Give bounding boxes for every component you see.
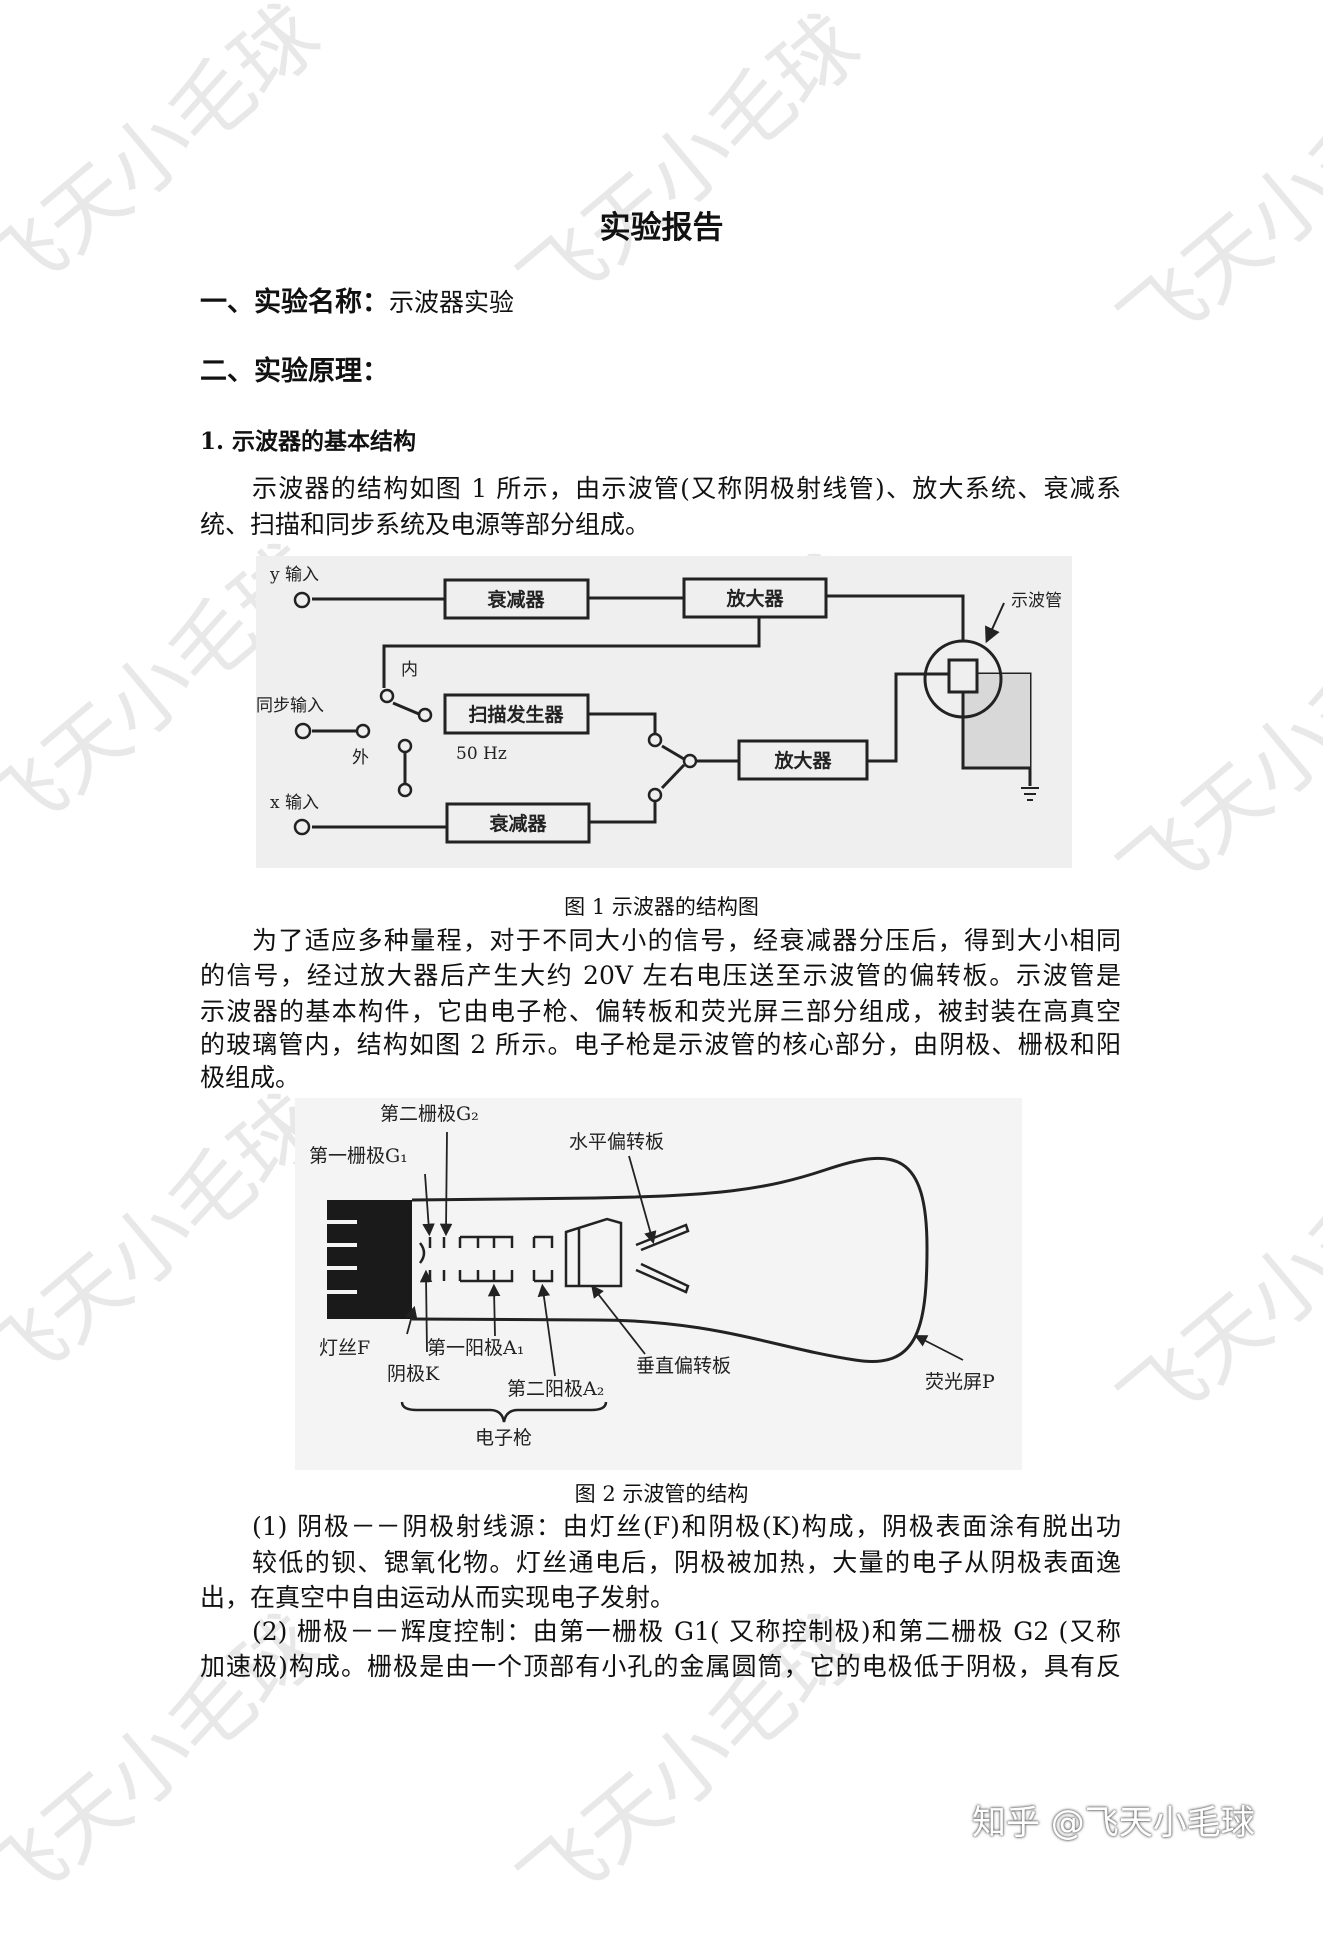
label-second-grid: 第二栅极G₂ <box>380 1103 479 1125</box>
tube-outline <box>411 1156 929 1363</box>
amplifier-bottom-box <box>737 739 869 781</box>
watermark: 飞天小毛球 <box>502 0 878 334</box>
y-input-label: y 输入 <box>269 565 319 585</box>
watermark: 飞天小毛球 <box>1102 37 1323 374</box>
paragraph-line: 为了适应多种量程，对于不同大小的信号，经衰减器分压后，得到大小相同 <box>252 926 1121 955</box>
paragraph-line: 加速极)构成。栅极是由一个顶部有小孔的金属圆筒，它的电极低于阴极，具有反 <box>200 1652 1121 1681</box>
attenuator-bottom-box <box>445 802 591 844</box>
watermark: 飞天小毛球 <box>0 1077 338 1414</box>
label-second-anode: 第二阳极A₂ <box>507 1378 604 1400</box>
external-label: 外 <box>352 748 369 768</box>
label-vertical-plates: 垂直偏转板 <box>636 1355 731 1377</box>
label-first-grid: 第一栅极G₁ <box>309 1145 408 1167</box>
paragraph-line: 的玻璃管内，结构如图 2 所示。电子枪是示波管的核心部分，由阴极、栅极和阳 <box>200 1030 1121 1059</box>
attenuator-top-label: 衰减器 <box>486 588 545 611</box>
paragraph-line: 统、扫描和同步系统及电源等部分组成。 <box>200 510 651 539</box>
paragraph-line: (2) 栅极－－辉度控制：由第一栅极 G1( 又称控制极)和第二栅极 G2 (又… <box>252 1617 1121 1646</box>
zhihu-author-watermark: 知乎 @飞天小毛球 <box>972 1803 1255 1843</box>
amplifier-top-label: 放大器 <box>725 587 784 610</box>
label-electron-gun: 电子枪 <box>475 1427 532 1449</box>
x-input-label: x 输入 <box>270 793 319 813</box>
subsection-heading: 1. 示波器的基本结构 <box>200 428 417 455</box>
label-horizontal-plates: 水平偏转板 <box>569 1131 664 1153</box>
amplifier-top-box <box>682 577 828 619</box>
attenuator-top-box <box>443 578 590 620</box>
label-screen: 荧光屏P <box>925 1371 995 1393</box>
figure-1-oscilloscope-block-diagram: 衰减器 放大器 扫描发生器 放大器 衰减器 y 输入 同步输入 x 输入 内 外… <box>256 556 1072 868</box>
page-title: 实验报告 <box>599 210 724 246</box>
paragraph-line: 较低的钡、锶氧化物。灯丝通电后，阴极被加热，大量的电子从阴极表面逸 <box>252 1548 1121 1577</box>
terminal-icon <box>293 591 311 609</box>
terminal-icon <box>293 818 311 836</box>
figure-2-crt-structure: 第二栅极G₂ 第一栅极G₁ 水平偏转板 灯丝F 阴极K 第一阳极A₁ 第二阳极A… <box>295 1098 1022 1470</box>
paragraph-line: 示波器的基本构件，它由电子枪、偏转板和荧光屏三部分组成，被封装在高真空 <box>200 997 1121 1026</box>
watermark: 飞天小毛球 <box>1102 587 1323 924</box>
paragraph-line: 的信号，经过放大器后产生大约 20V 左右电压送至示波管的偏转板。示波管是 <box>200 961 1121 990</box>
section-label: 一、实验名称： <box>200 287 389 318</box>
paragraph-line: 示波器的结构如图 1 所示，由示波管(又称阴极射线管)、放大系统、衰减系 <box>252 474 1121 503</box>
label-cathode: 阴极K <box>387 1363 440 1385</box>
section-principle: 二、实验原理： <box>200 356 389 387</box>
paragraph-line: 出，在真空中自由运动从而实现电子发射。 <box>200 1583 676 1612</box>
crt-label: 示波管 <box>1011 591 1062 611</box>
paragraph-line: (1) 阴极－－阴极射线源：由灯丝(F)和阴极(K)构成，阴极表面涂有脱出功 <box>252 1512 1121 1541</box>
terminal-icon <box>294 722 312 740</box>
figure-2-caption: 图 2 示波管的结构 <box>574 1482 749 1506</box>
ground-icon <box>1021 787 1039 801</box>
sync-input-label: 同步输入 <box>256 696 324 716</box>
tube-base <box>327 1200 412 1319</box>
section-experiment-name: 一、实验名称：示波器实验 <box>200 280 514 319</box>
figure-1-caption: 图 1 示波器的结构图 <box>564 895 759 919</box>
crt-icon <box>923 639 1003 719</box>
label-filament: 灯丝F <box>319 1337 370 1359</box>
sweep-generator-box <box>443 693 590 735</box>
experiment-name: 示波器实验 <box>389 288 515 317</box>
frequency-label: 50 Hz <box>456 744 507 764</box>
attenuator-bottom-label: 衰减器 <box>488 812 547 835</box>
internal-label: 内 <box>401 660 418 680</box>
label-first-anode: 第一阳极A₁ <box>427 1337 524 1359</box>
watermark: 飞天小毛球 <box>1102 1117 1323 1454</box>
amplifier-bottom-label: 放大器 <box>773 749 832 772</box>
watermark: 飞天小毛球 <box>0 0 338 324</box>
paragraph-line: 极组成。 <box>200 1063 301 1092</box>
sweep-generator-label: 扫描发生器 <box>468 703 564 726</box>
